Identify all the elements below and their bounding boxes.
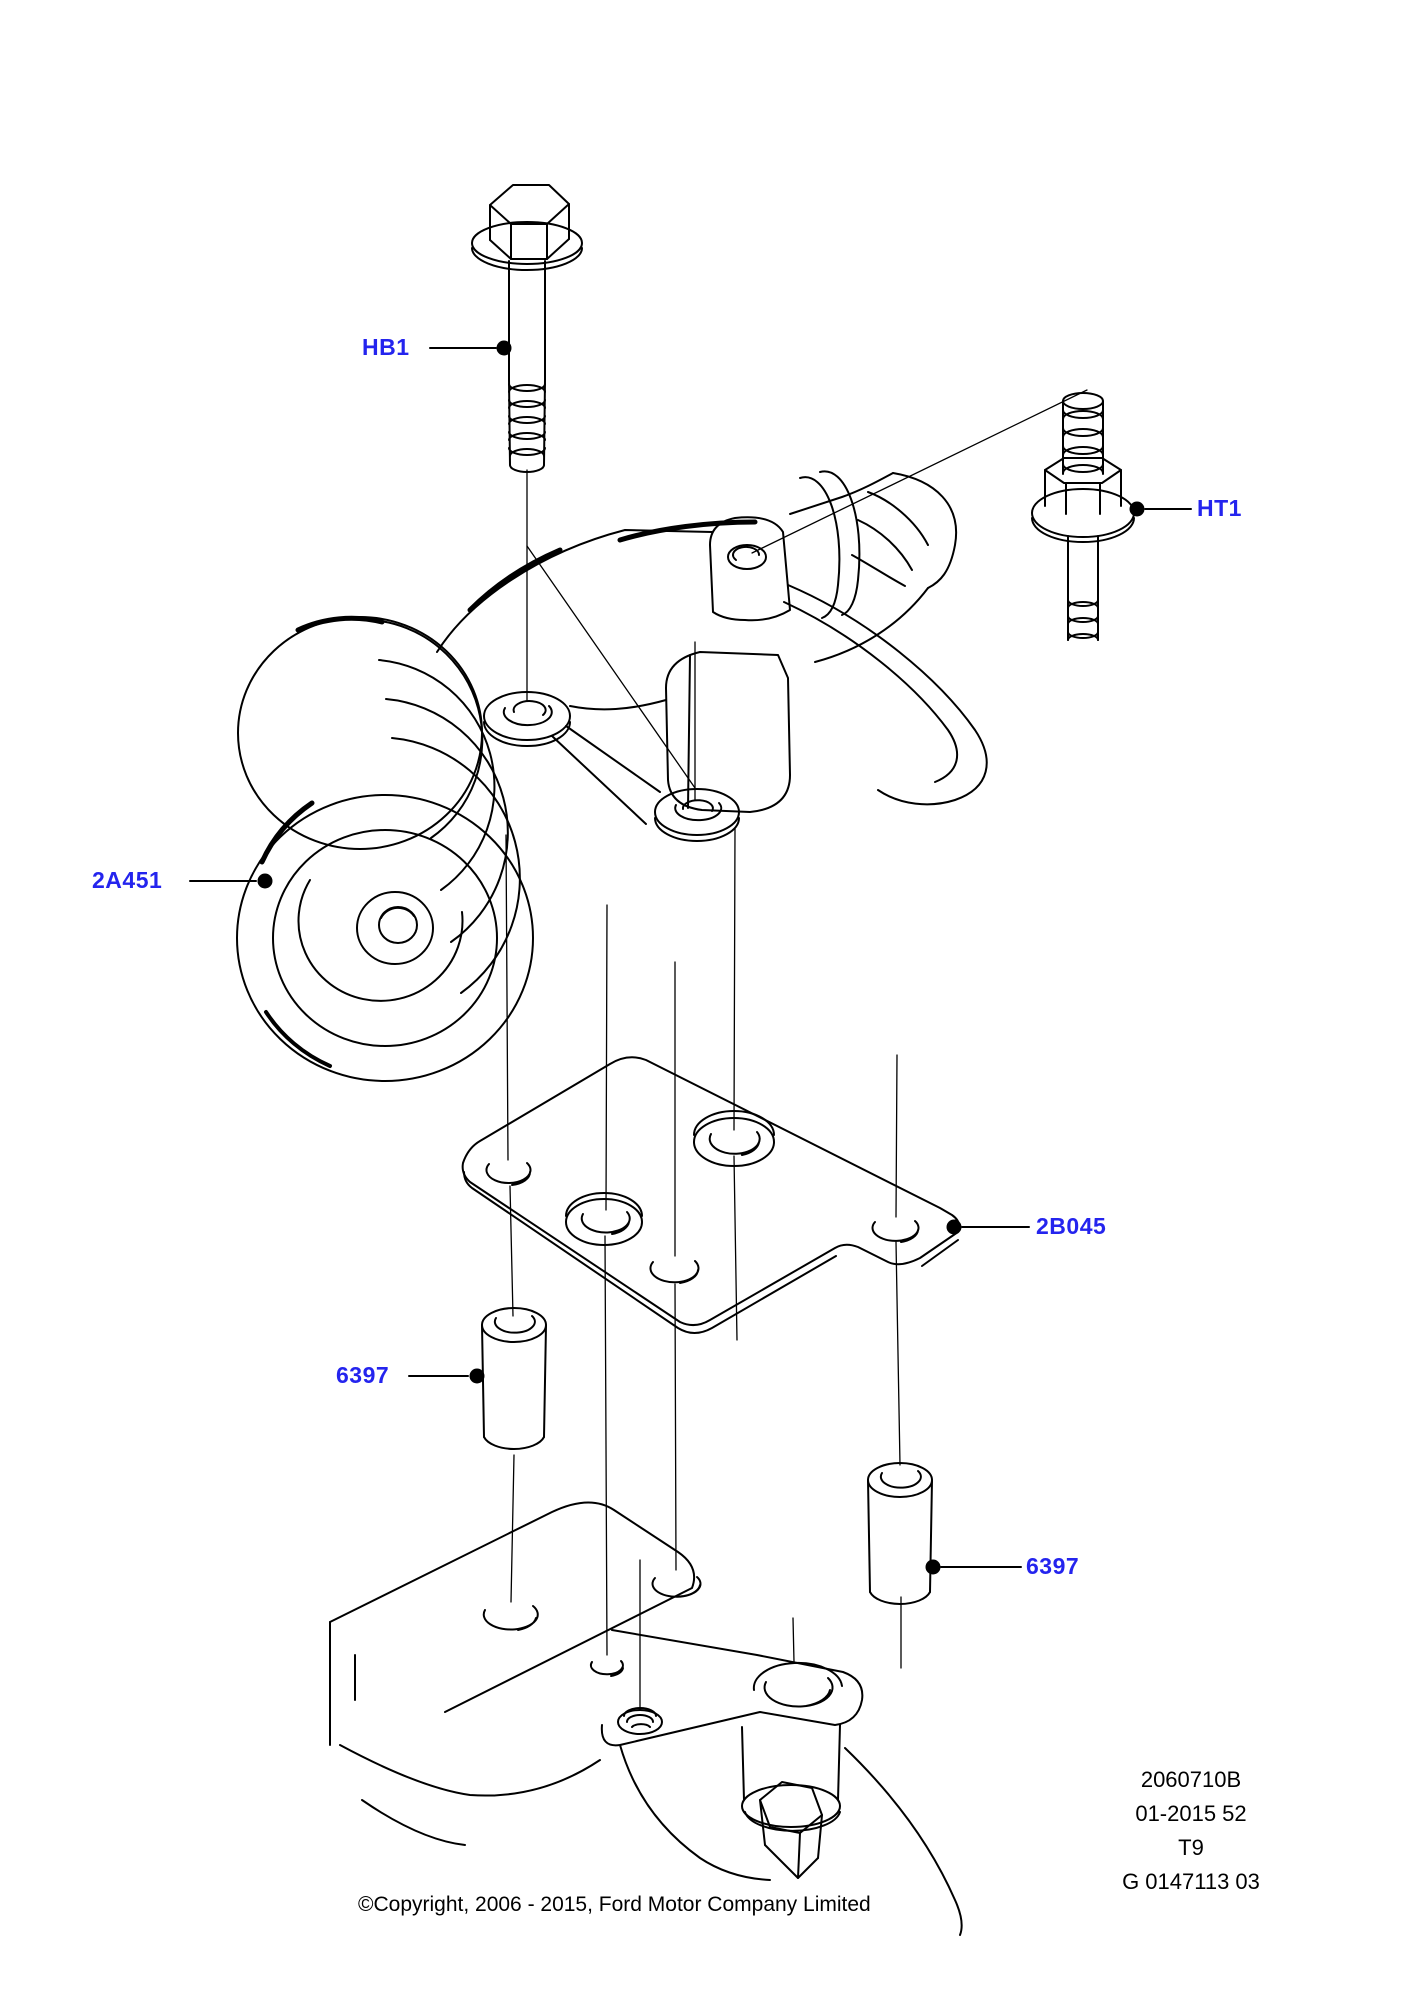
pump-body-art <box>437 471 987 812</box>
leader-lines <box>190 348 1191 1567</box>
copyright-line: ©Copyright, 2006 - 2015, Ford Motor Comp… <box>358 1893 871 1916</box>
gasket-plate-art <box>463 1057 960 1333</box>
sheet-code: T9 <box>1178 1835 1204 1860</box>
part-label-6397-left: 6397 <box>336 1362 390 1388</box>
doc-number: 2060710B <box>1140 1767 1242 1792</box>
pulley-art <box>237 617 533 1081</box>
part-label-2b045: 2B045 <box>1036 1213 1107 1239</box>
date-code: 01-2015 52 <box>1135 1801 1247 1826</box>
engine-block-art <box>330 1502 962 1935</box>
part-label-ht1: HT1 <box>1197 495 1242 521</box>
spacer-sleeve-right-art <box>868 1463 932 1604</box>
ht1-stud-art <box>1032 393 1134 640</box>
drawing-info-block: 2060710B 01-2015 52 T9 G 0147113 03 <box>1063 1763 1319 1899</box>
hb1-bolt-art <box>472 185 582 472</box>
figure-code: G 0147113 03 <box>1122 1869 1260 1894</box>
part-label-6397-right: 6397 <box>1026 1553 1080 1579</box>
spacer-sleeve-left-art <box>482 1308 546 1449</box>
leader-dots <box>257 340 1145 1575</box>
part-label-2a451: 2A451 <box>92 867 163 893</box>
part-label-hb1: HB1 <box>362 334 410 360</box>
mounting-ears-art <box>484 692 739 841</box>
